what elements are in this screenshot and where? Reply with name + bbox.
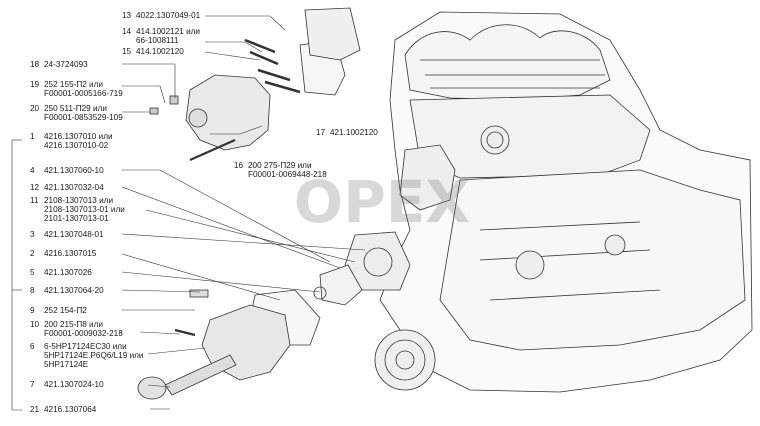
pump-hub [137, 376, 167, 400]
callout-7: 7 421.1307024-10 [30, 380, 104, 389]
callout-number: 11 [30, 196, 39, 205]
callout-part-number: F00001-0853529-109 [44, 113, 123, 122]
callout-number: 8 [30, 286, 35, 295]
callout-12: 12 421.1307032-04 [30, 183, 104, 192]
callout-part-number: 250 511-П29 или [44, 104, 107, 113]
callout-part-number: 421.1307048-01 [44, 230, 104, 239]
callout-part-number: 421.1307064-20 [44, 286, 104, 295]
callout-number: 7 [30, 380, 35, 389]
callout-part-number: 4216.1307010 или [44, 132, 113, 141]
callout-3: 3 421.1307048-01 [30, 230, 104, 239]
callout-part-number: 421.1307026 [44, 268, 92, 277]
callout-part-number: 2101-1307013-01 [44, 214, 109, 223]
callout-number: 12 [30, 183, 40, 192]
callout-5: 5 421.1307026 [30, 268, 92, 277]
callout-15: 15 414.1002120 [122, 47, 184, 56]
callout-number: 14 [122, 27, 132, 36]
callout-number: 4 [30, 166, 35, 175]
callout-part-number: 252 155-П2 или [44, 80, 103, 89]
callout-part-number: 4216.1307010-02 [44, 141, 109, 150]
opex-watermark: OPEX [294, 168, 470, 236]
callout-number: 20 [30, 104, 40, 113]
callout-number: 6 [30, 342, 35, 351]
thermostat-housing [399, 144, 456, 211]
callout-part-number: 6-5НР17124ЕС30 или [44, 342, 127, 351]
callout-number: 19 [30, 80, 40, 89]
callout-part-number: 5НР17124Е [44, 360, 89, 369]
oil-filler-cap [480, 125, 510, 155]
callout-part-number: 421.1307024-10 [44, 380, 104, 389]
callout-18: 18 24-3724093 [30, 60, 88, 69]
intake-manifold [404, 24, 611, 101]
callout-number: 21 [30, 405, 40, 414]
callout-9: 9 252 154-П2 [30, 306, 87, 315]
callout-part-number: 421.1307060-10 [44, 166, 104, 175]
callout-part-number: 421.1002120 [330, 128, 378, 137]
pump-assembly-top [185, 74, 271, 151]
callout-part-number: 4022.1307049-01 [136, 11, 201, 20]
callout-number: 17 [316, 128, 326, 137]
crankshaft-pulley [374, 329, 436, 391]
impeller [319, 264, 363, 306]
callout-part-number: 4216.1307015 [44, 249, 97, 258]
callout-part-number: F00001-0069448-218 [248, 170, 327, 179]
callout-part-number: 66-1008111 [136, 36, 179, 45]
callout-number: 15 [122, 47, 132, 56]
callout-part-number: 200 215-П8 или [44, 320, 103, 329]
callout-21: 21 4216.1307064 [30, 405, 96, 414]
callout-13: 13 4022.1307049-01 [122, 11, 200, 20]
callout-2: 2 4216.1307015 [30, 249, 96, 258]
callout-part-number: 414.1002120 [136, 47, 184, 56]
callout-number: 9 [30, 306, 35, 315]
callout-number: 10 [30, 320, 40, 329]
callout-4: 4 421.1307060-10 [30, 166, 104, 175]
callout-part-number: 4216.1307064 [44, 405, 97, 414]
callout-part-number: 5НР17124Е.Р6Q6/L19 или [44, 351, 144, 360]
svg-text:OPEX: OPEX [294, 168, 470, 236]
callout-part-number: 421.1307032-04 [44, 183, 104, 192]
callout-part-number: 2108-1307013-01 или [44, 205, 125, 214]
callout-part-number: 2108-1307013 или [44, 196, 114, 205]
callout-number: 18 [30, 60, 40, 69]
callout-part-number: 252 154-П2 [44, 306, 87, 315]
callout-8: 8 421.1307064-20 [30, 286, 104, 295]
callout-part-number: 24-3724093 [44, 60, 88, 69]
callout-17: 17 421.1002120 [316, 128, 378, 137]
callout-number: 16 [234, 161, 244, 170]
callout-number: 13 [122, 11, 132, 20]
gasket-plate [344, 231, 411, 291]
callout-part-number: F00001-0009032-218 [44, 329, 123, 338]
callout-part-number: 200 275-П29 или [248, 161, 312, 170]
pump-shaft [164, 354, 237, 396]
callout-part-number: 414.1002121 или [136, 27, 201, 36]
callout-number: 1 [30, 132, 35, 141]
callout-number: 3 [30, 230, 35, 239]
callout-number: 5 [30, 268, 35, 277]
callout-part-number: F00001-0005166-719 [44, 89, 123, 98]
callout-number: 2 [30, 249, 35, 258]
